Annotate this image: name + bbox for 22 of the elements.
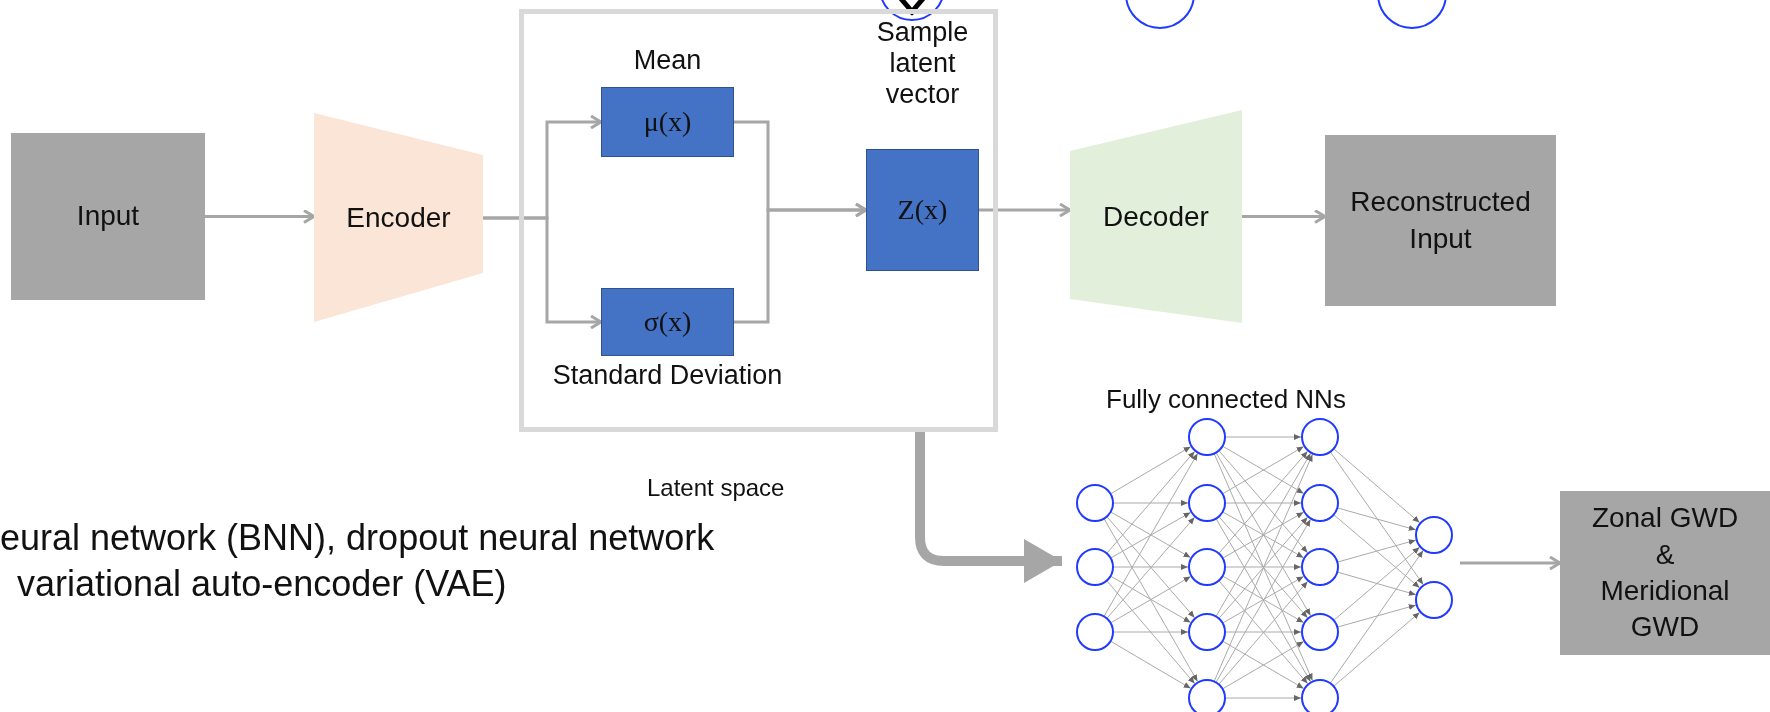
process-box: Zonal GWD & Meridional GWD [1560, 491, 1770, 655]
arrow [734, 202, 868, 324]
panel-label: Latent space [647, 474, 785, 502]
process-box: Input [11, 133, 205, 300]
arrow [483, 216, 603, 330]
arrow [1242, 209, 1327, 224]
latent-variable-box: μ(x) [601, 87, 734, 157]
body-text: variational auto-encoder (VAE) [17, 563, 507, 605]
block-label: Decoder [1102, 200, 1210, 233]
latent-variable-box: Z(x) [866, 149, 979, 271]
arrow [979, 202, 1072, 218]
block-label: Encoder [345, 201, 452, 234]
network-heading: Fully connected NNs [1106, 384, 1346, 415]
block-caption: Sample latent vector [875, 17, 970, 111]
arrow [1460, 555, 1562, 571]
block-caption: Mean [632, 45, 703, 77]
arrow [915, 432, 1062, 583]
block-caption: Standard Deviation [551, 360, 784, 392]
body-text: eural network (BNN), dropout neural network [0, 517, 715, 559]
latent-variable-box: σ(x) [601, 288, 734, 356]
process-box: Reconstructed Input [1325, 135, 1556, 306]
arrow [205, 209, 316, 224]
